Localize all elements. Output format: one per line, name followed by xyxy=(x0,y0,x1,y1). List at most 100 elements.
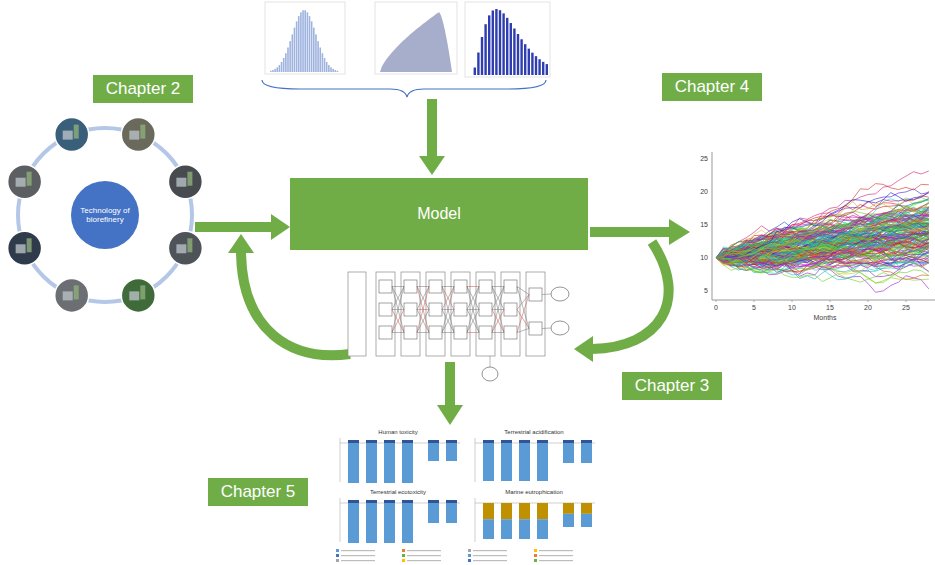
arrow-head xyxy=(437,405,463,425)
histogram-bar xyxy=(322,53,324,72)
network-link xyxy=(467,287,479,333)
legend-placeholder xyxy=(407,550,441,551)
histogram-frame xyxy=(465,2,550,77)
histograms xyxy=(265,2,550,77)
histogram-bar xyxy=(319,48,321,72)
histogram-bar xyxy=(470,75,472,76)
histogram-bar xyxy=(315,34,317,72)
chart-title: Human toxicity xyxy=(378,429,417,436)
histogram-bar xyxy=(287,48,289,72)
histogram-bar xyxy=(513,29,515,75)
bar-segment xyxy=(348,503,359,543)
network-column xyxy=(451,272,470,356)
network-link xyxy=(492,287,504,333)
histogram-bar xyxy=(317,41,319,72)
bar-segment xyxy=(384,443,395,483)
bar-segment xyxy=(483,519,494,539)
chapter-label: Chapter 2 xyxy=(93,75,193,103)
histogram-bar xyxy=(542,62,544,75)
feedback-arrow xyxy=(241,252,350,355)
network-link xyxy=(417,310,429,333)
network-link xyxy=(467,310,479,333)
network-box xyxy=(504,326,517,339)
network-link xyxy=(492,310,504,333)
bar-segment xyxy=(563,503,574,514)
bar-charts xyxy=(336,438,595,562)
axis-title: Months xyxy=(814,314,837,322)
technology-circle xyxy=(71,181,139,249)
photo-group xyxy=(8,118,203,313)
legend-sample xyxy=(534,559,537,562)
simulation-lines xyxy=(716,171,929,292)
bar-segment xyxy=(519,519,530,539)
histogram-bar xyxy=(296,21,298,72)
curly-bracket xyxy=(262,80,546,97)
technology-node: Technology of biorefinery xyxy=(15,125,195,305)
simulation-line xyxy=(716,239,929,259)
simulation-line xyxy=(716,204,929,262)
axis-tick-label: 20 xyxy=(864,304,872,312)
histogram-bar xyxy=(281,62,283,72)
simulation-line xyxy=(716,171,929,258)
photo-circle xyxy=(55,118,89,152)
network-link xyxy=(490,356,491,367)
network-box xyxy=(429,303,442,316)
network-link xyxy=(392,310,404,333)
flow-arrow xyxy=(195,214,290,240)
arrow-head xyxy=(228,234,254,253)
photo-detail xyxy=(27,172,32,186)
axis-tick xyxy=(906,300,907,302)
histogram-bar xyxy=(289,41,291,72)
bar-segment xyxy=(428,500,439,503)
axis-tick-label: 15 xyxy=(700,221,708,229)
histogram-bar xyxy=(307,12,309,72)
axis-tick-label: 5 xyxy=(704,287,708,295)
network-box xyxy=(429,280,442,293)
legend-placeholder xyxy=(341,555,375,556)
histogram-bar xyxy=(335,70,337,72)
network-link xyxy=(442,310,454,333)
bar-segment xyxy=(537,440,548,443)
network-oval xyxy=(551,287,569,301)
model-box: Model xyxy=(290,178,588,250)
legend-placeholder xyxy=(407,560,441,561)
network-column xyxy=(501,272,520,356)
network-link xyxy=(517,295,529,333)
bar-segment xyxy=(483,443,494,481)
axis-tick-label: 5 xyxy=(752,304,756,312)
histogram-bar xyxy=(492,10,494,75)
chapter-label: Chapter 5 xyxy=(208,478,308,506)
simulation-line xyxy=(716,215,929,273)
axis-line xyxy=(712,152,713,300)
histogram-bar xyxy=(538,59,540,75)
photo-detail xyxy=(27,238,32,252)
network-box xyxy=(379,303,392,316)
axis-line xyxy=(712,300,935,301)
histogram-bar xyxy=(510,23,512,75)
simulation-line xyxy=(716,199,929,260)
histogram-bar xyxy=(326,62,328,72)
histogram-bar xyxy=(474,68,476,75)
simulation-line xyxy=(716,202,929,259)
network-link xyxy=(517,310,529,329)
simulation-line xyxy=(716,227,929,258)
legend-sample xyxy=(336,549,339,552)
histogram-bar xyxy=(283,58,285,72)
simulation-line xyxy=(716,253,929,280)
histogram-bar xyxy=(274,69,276,72)
network-box xyxy=(454,326,467,339)
network-box xyxy=(454,280,467,293)
network-link xyxy=(492,286,504,287)
network-link xyxy=(492,287,504,310)
network-oval xyxy=(551,321,569,335)
axis-tick-label: 10 xyxy=(700,254,708,262)
photo-circle xyxy=(8,165,42,199)
network-link xyxy=(542,294,551,296)
network-box xyxy=(529,288,542,301)
legend-placeholder xyxy=(539,560,573,561)
network-link xyxy=(467,310,479,333)
photo-detail xyxy=(187,238,192,252)
photo-detail xyxy=(63,131,73,140)
legend-placeholder xyxy=(473,550,507,551)
histogram-bar xyxy=(484,24,486,75)
